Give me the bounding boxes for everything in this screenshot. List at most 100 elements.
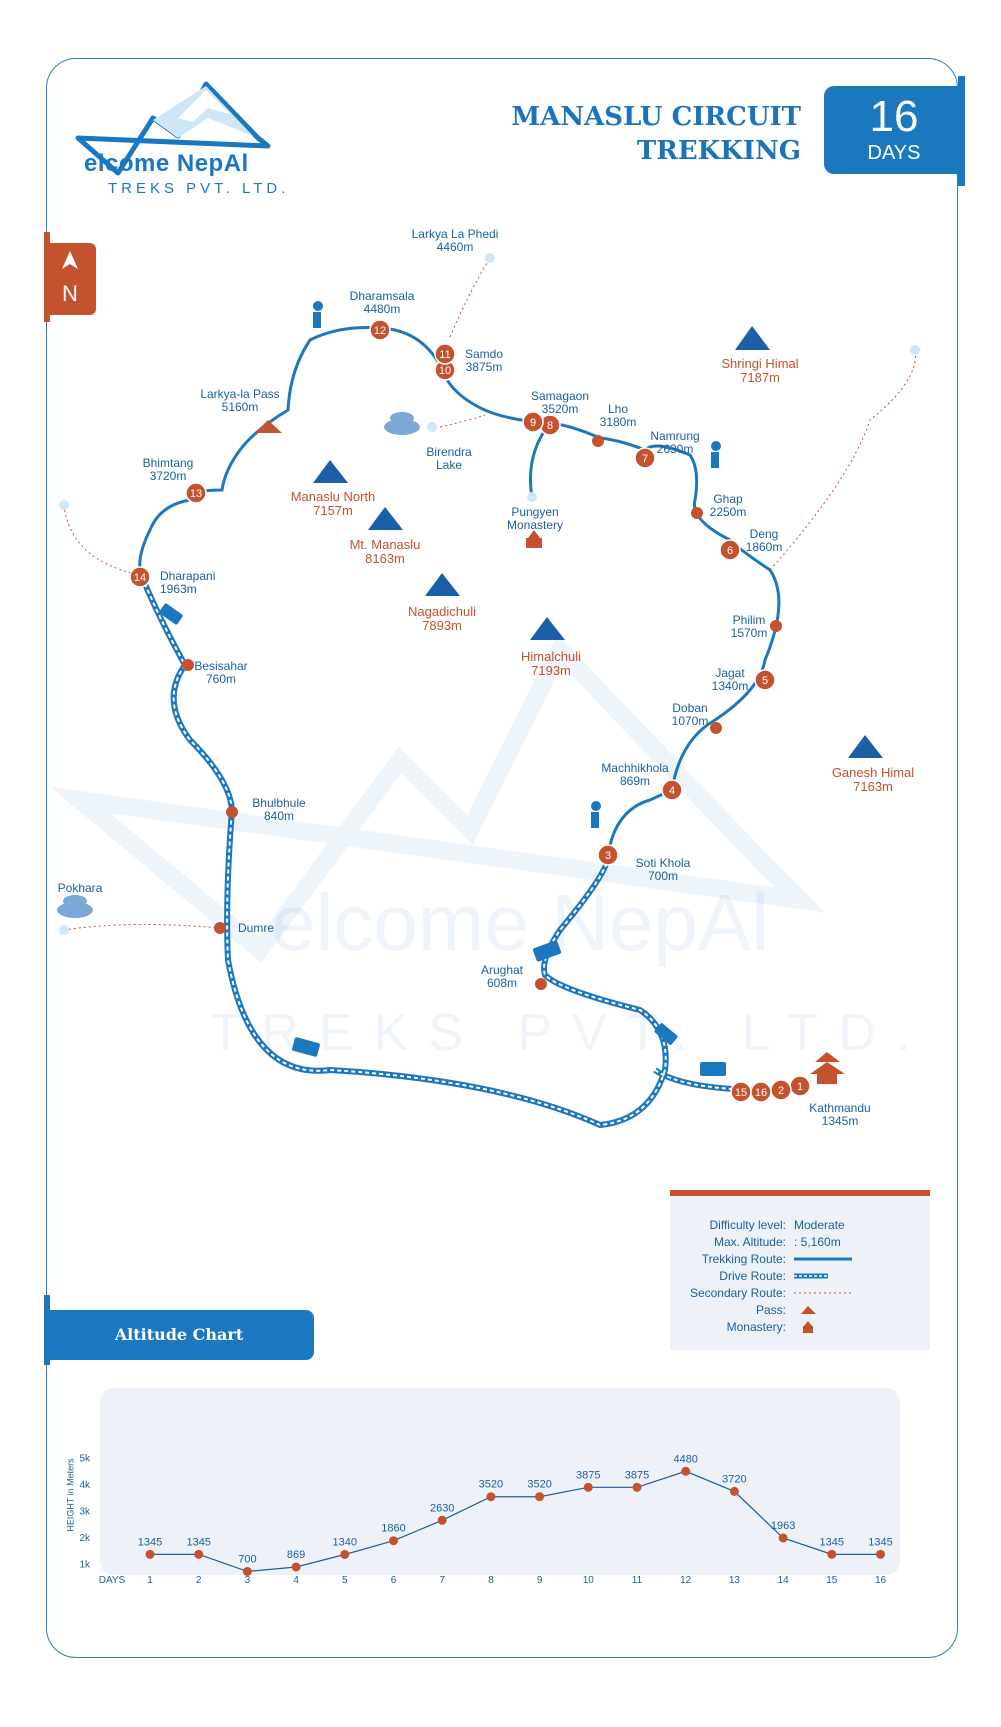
x-tick-label: 8 [488,1575,494,1586]
x-tick-label: 13 [729,1575,741,1586]
place-name: Machhikhola [601,761,669,775]
altitude-data-label: 1345 [138,1536,162,1548]
place-altitude: 3520m [541,402,579,416]
stop-marker-icon [754,669,776,691]
altitude-point [876,1549,885,1559]
place-altitude: 1860m [745,540,783,554]
pass-icon [801,1306,816,1314]
peak-altitude: 7893m [422,618,462,633]
place-altitude: 700m [647,869,679,883]
altitude-data-label: 2630 [430,1502,454,1514]
x-tick-label: 15 [826,1575,838,1586]
route-endpoint-icon [59,500,69,510]
place-pokhara: Pokhara [58,882,103,895]
altitude-point [681,1466,691,1476]
altitude-data-label: 4480 [673,1453,697,1465]
watermark-text: TREKS PVT. LTD. [210,1004,931,1062]
altitude-data-label: 1345 [186,1536,210,1548]
legend-difficulty-value: Moderate [794,1218,845,1232]
legend-secondary-label: Secondary Route: [689,1286,786,1300]
day-stop-5: 5 [754,669,776,691]
lake-icon [384,412,437,435]
place-altitude: 869m [619,774,651,788]
day-stop-7: 7 [634,447,656,469]
place-name: Philim [732,613,766,627]
stop-number: 10 [439,365,451,377]
place-altitude: 1570m [730,626,768,640]
x-tick-label: 1 [147,1575,153,1586]
stop-marker-icon [434,343,456,365]
altitude-point [827,1549,837,1559]
place-altitude: 4460m [436,240,474,254]
north-label: N [62,281,78,306]
place-altitude: 4480m [363,302,401,316]
altitude-point [437,1515,447,1525]
peak-name: Shringi Himal [721,356,799,371]
route-endpoint-icon [485,253,495,263]
pass-icon [255,420,282,433]
place-name: Namrung [650,429,700,443]
peak-altitude: 8163m [365,551,405,566]
mountain-peak-icon [313,326,883,758]
altitude-data-label: 1963 [771,1520,795,1532]
place-altitude: 2630m [656,442,694,456]
altitude-point [778,1533,788,1543]
bus-icon [159,603,726,1076]
x-tick-label: 9 [537,1575,543,1586]
place-altitude: Monastery [506,518,564,532]
place-name: Arughat [480,963,524,977]
legend-drive-label: Drive Route: [719,1269,786,1283]
place-name: Lho [607,402,629,416]
place-name: Pungyen [511,505,559,519]
days-number: 16 [869,92,919,141]
altitude-point [242,1566,252,1576]
altitude-point [194,1549,204,1559]
y-tick-label: 1k [79,1560,91,1571]
altitude-data-label: 1860 [381,1523,405,1535]
peak-name: Manaslu North [290,489,376,504]
peak-altitude: 7187m [740,370,780,385]
x-tick-label: 14 [778,1575,790,1586]
altitude-point [291,1562,301,1572]
place-name: Dharamsala [349,289,415,303]
temple-icon [810,1052,845,1084]
page-title: MANASLU CIRCUIT [511,102,801,132]
place-altitude: Lake [435,458,463,472]
place-name: Doban [672,701,708,715]
waypoint-dot-icon [182,435,782,990]
day-stop-16: 16 [750,1081,772,1103]
stop-marker-icon [185,482,207,504]
altitude-point [583,1482,593,1492]
brand-name: elcome NepAl [84,150,249,177]
stop-number: 4 [669,785,675,797]
stop-number: 2 [778,1085,784,1097]
stop-marker-icon [750,1081,772,1103]
altitude-chart-title: Altitude Chart [44,1310,314,1360]
altitude-data-label: 700 [238,1553,256,1565]
place-name: Bhimtang [142,456,194,470]
day-stop-6: 6 [719,539,741,561]
altitude-point [632,1482,642,1492]
trekker-icon [313,301,721,828]
stop-number: 7 [642,453,648,465]
place-name: Pokhara [57,881,103,895]
stop-marker-icon [369,319,391,341]
place-altitude: 5160m [221,400,259,414]
legend-altitude-value: : 5,160m [794,1235,841,1249]
